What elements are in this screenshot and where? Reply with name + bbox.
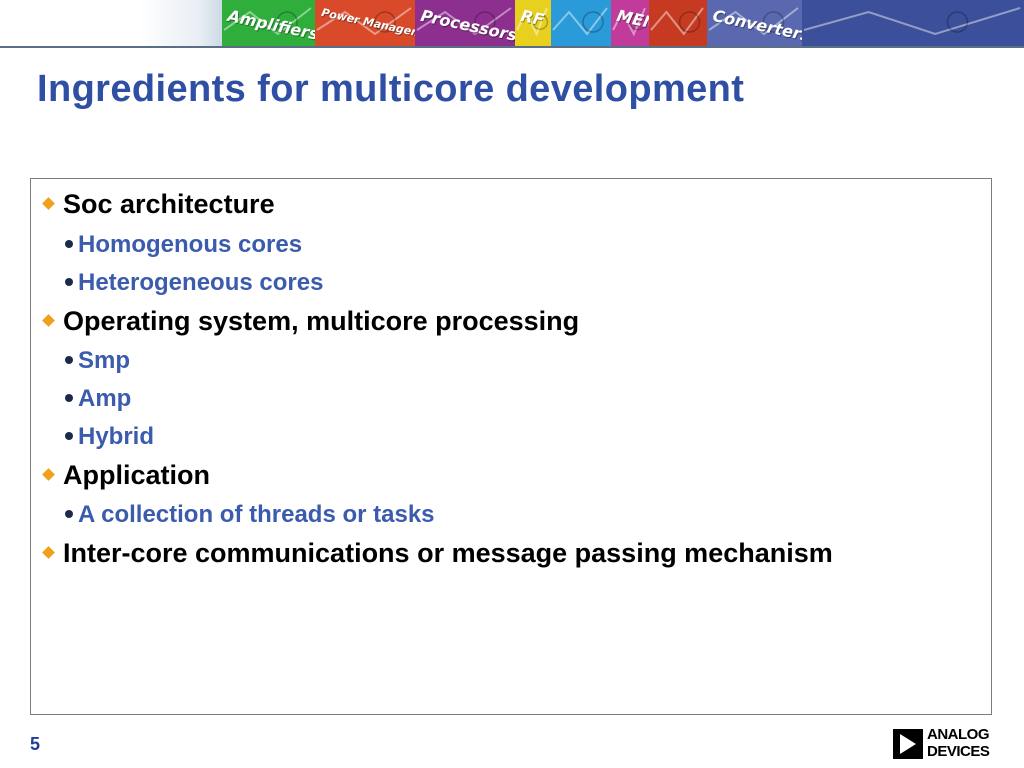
analog-devices-triangle-icon — [893, 729, 923, 759]
bullet-item-operating-system: Operating system, multicore processing — [41, 306, 579, 337]
banner-circuit-graphic — [708, 7, 799, 36]
banner-segment-graphic-4 — [551, 0, 611, 46]
banner-segment-rf: RF — [515, 0, 551, 46]
banner-circuit-graphic — [650, 7, 704, 36]
diamond-bullet-icon — [42, 197, 55, 211]
bullet-item-inter-core-communications: Inter-core communications or message pas… — [41, 538, 833, 569]
content-box: Soc architecture Homogenous cores Hetero… — [30, 178, 992, 715]
dot-bullet-icon — [65, 277, 73, 286]
banner-segment-converters: Converters — [707, 0, 802, 46]
banner-circuit-graphic — [316, 7, 412, 36]
bullet-item-heterogeneous-cores: Heterogeneous cores — [65, 269, 323, 297]
banner-segment-graphic-6 — [649, 0, 707, 46]
bullet-item-hybrid: Hybrid — [65, 423, 154, 451]
banner-circuit-graphic — [223, 7, 312, 36]
banner-segment-power-management: Power Management — [315, 0, 415, 46]
dot-bullet-icon — [65, 509, 73, 518]
banner-circuit-graphic — [612, 7, 646, 37]
page-number: 5 — [30, 734, 41, 754]
dot-bullet-icon — [65, 355, 73, 364]
bullet-item-application: Application — [41, 460, 210, 491]
banner-segment-amplifiers: Amplifiers — [222, 0, 315, 46]
diamond-bullet-icon — [42, 546, 55, 560]
bullet-item-smp: Smp — [65, 347, 130, 375]
bullet-item-soc-architecture: Soc architecture — [41, 189, 275, 220]
bullet-item-amp: Amp — [65, 385, 131, 413]
diamond-bullet-icon — [42, 468, 55, 482]
banner-divider — [0, 46, 1024, 48]
bullet-item-threads-tasks: A collection of threads or tasks — [65, 501, 435, 529]
logo-wordmark: ANALOG DEVICES — [927, 726, 990, 760]
dot-bullet-icon — [65, 431, 73, 440]
banner-circuit-graphic — [552, 7, 608, 36]
diamond-bullet-icon — [42, 314, 55, 328]
bullet-item-homogenous-cores: Homogenous cores — [65, 231, 302, 259]
banner-segment-processors: Processors — [415, 0, 515, 46]
dot-bullet-icon — [65, 239, 73, 248]
banner-segment-mems: MEMS — [611, 0, 649, 46]
banner-circuit-graphic — [516, 7, 549, 37]
dot-bullet-icon — [65, 393, 73, 402]
banner-circuit-graphic — [803, 7, 1021, 36]
slide-title: Ingredients for multicore development — [37, 68, 745, 110]
banner-segment-graphic-8 — [802, 0, 1024, 46]
banner-circuit-graphic — [416, 7, 512, 36]
